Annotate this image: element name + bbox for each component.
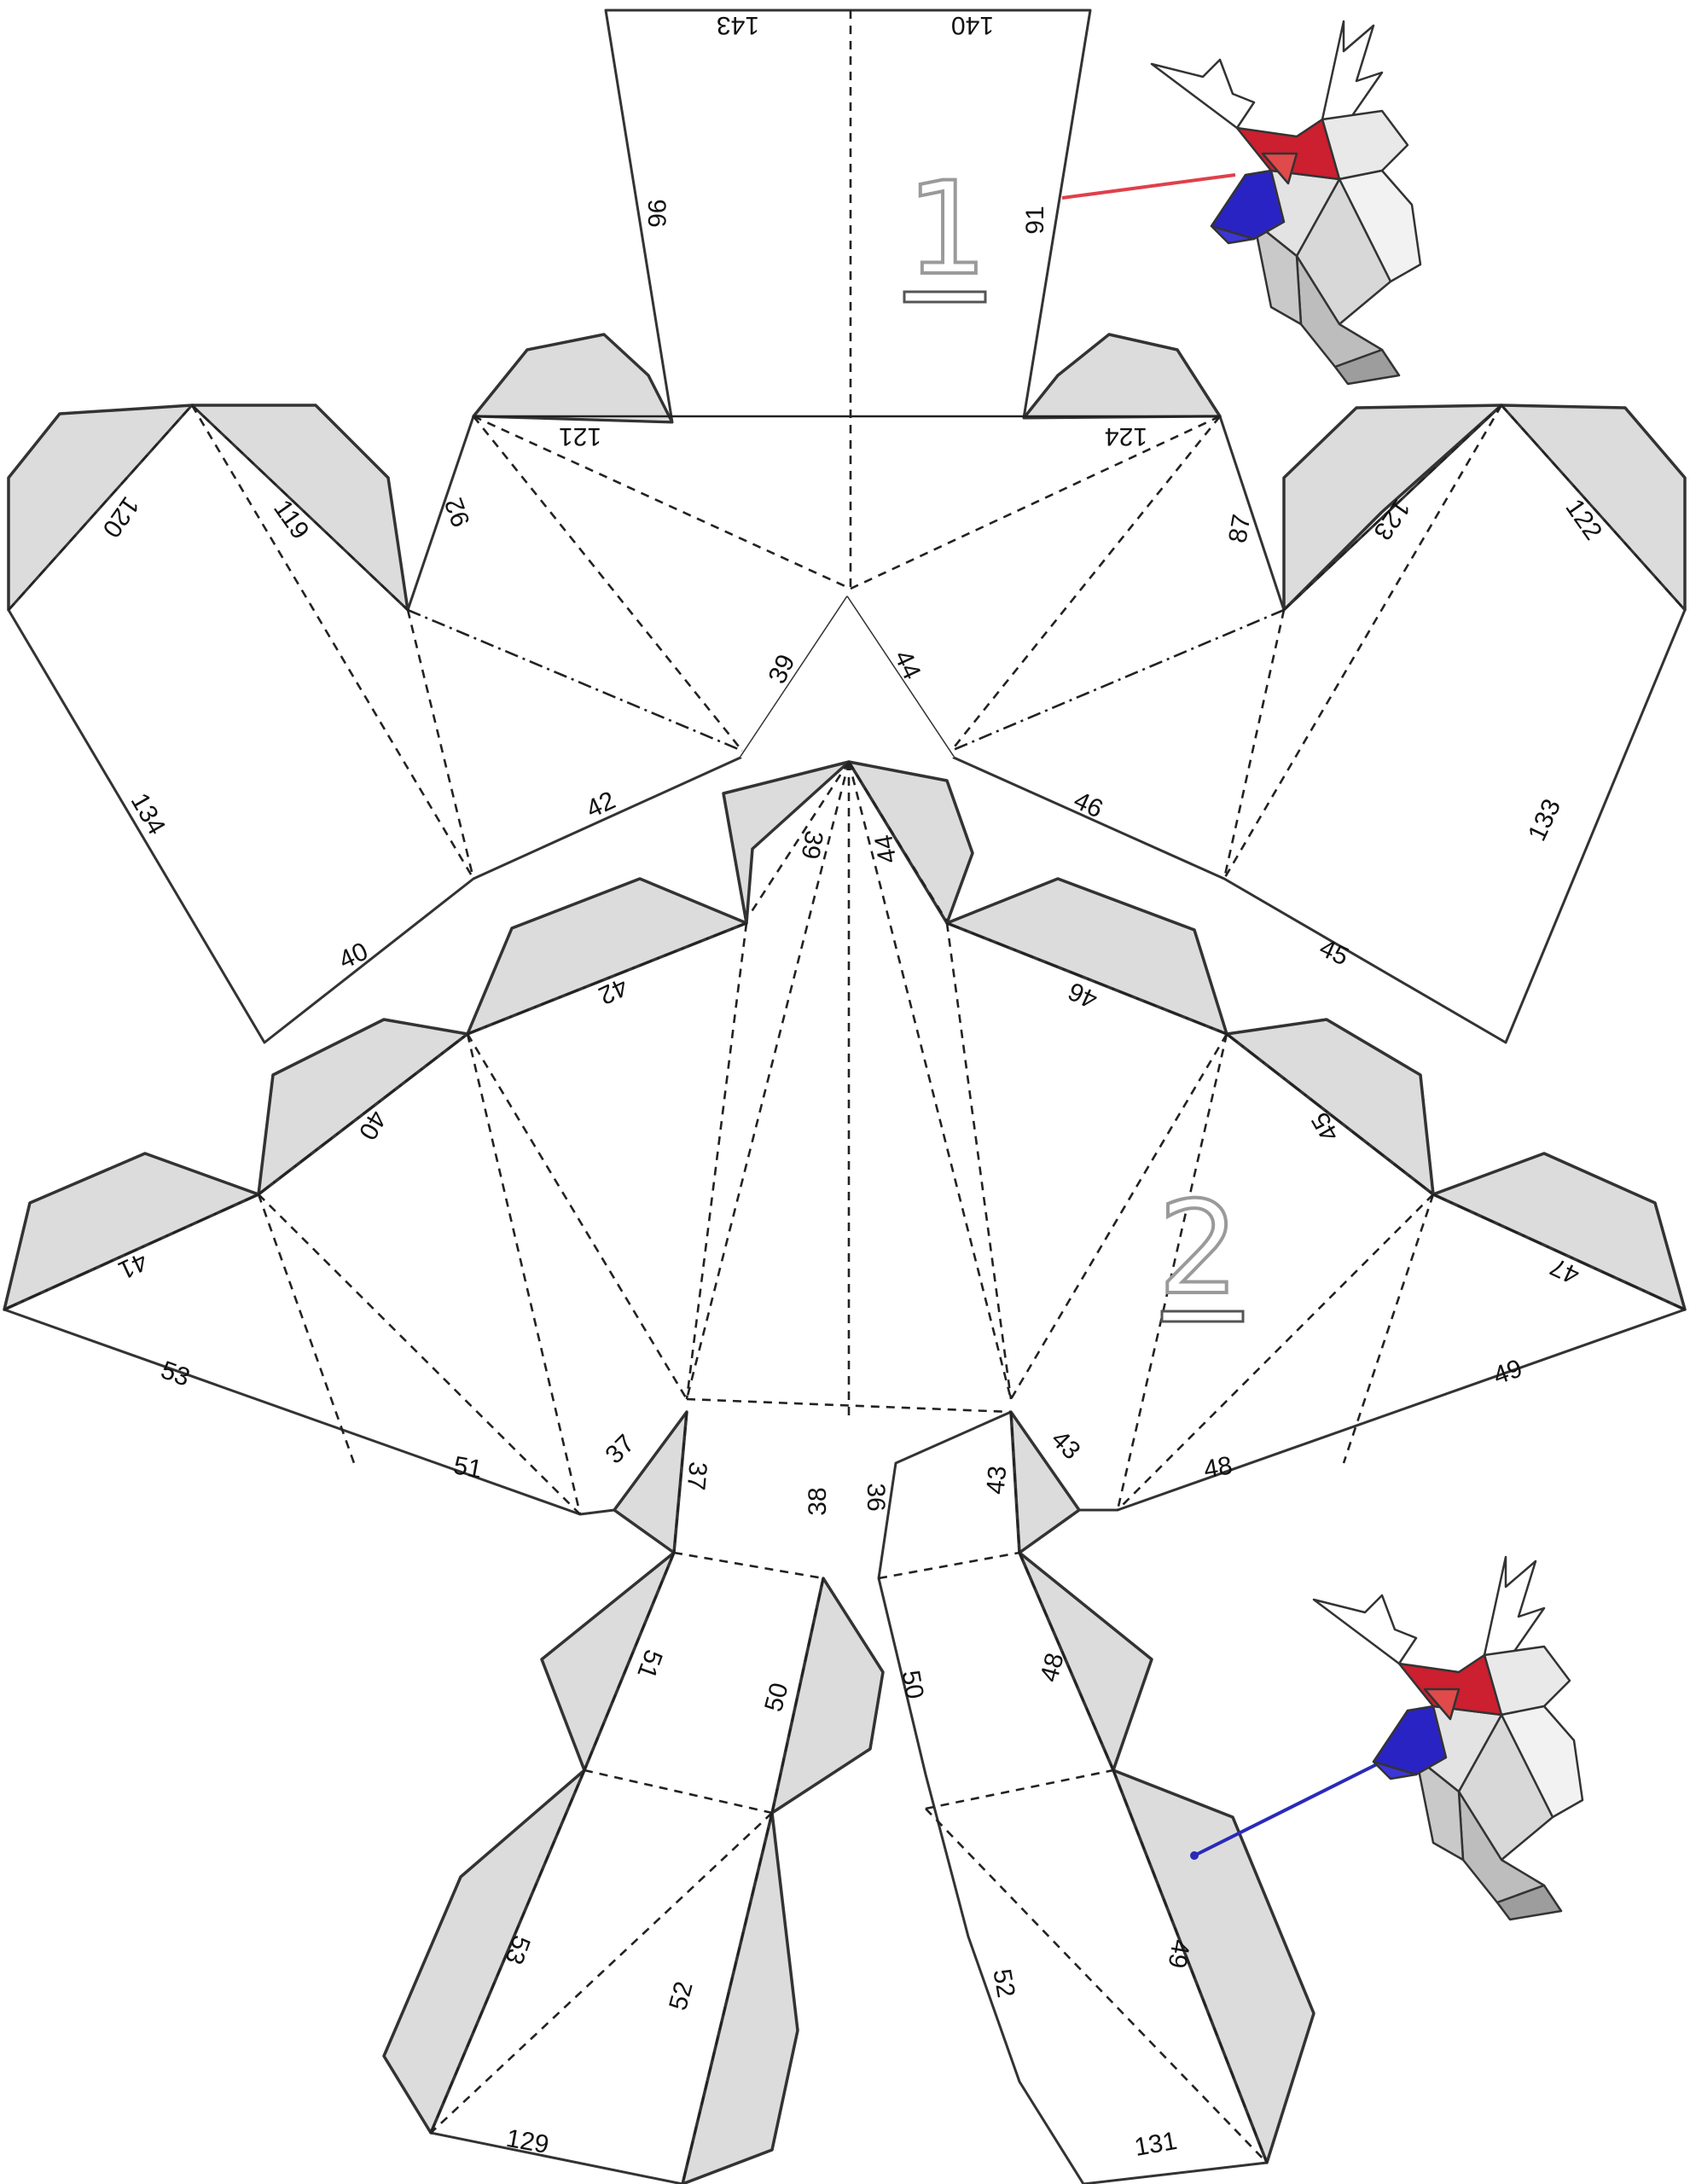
edge-label: 43 [1046, 1425, 1086, 1465]
svg-text:1: 1 [906, 155, 987, 304]
edge-label: 49 [1490, 1354, 1526, 1390]
part-2-marker: 2 [1156, 1173, 1245, 1325]
edge-label: 121 [559, 422, 601, 450]
glue-tab [681, 1811, 799, 2184]
part-1-center-triangle [740, 597, 954, 758]
edge-label: 39 [795, 828, 828, 862]
edge-label: 51 [451, 1451, 485, 1484]
edge-label: 52 [664, 1978, 699, 2013]
glue-tab [1225, 1018, 1435, 1196]
edge-label: 91 [1021, 206, 1049, 234]
edge-label: 49 [1162, 1937, 1194, 1971]
part-2-outline [3, 760, 1687, 2184]
part-1-net [7, 9, 1687, 1044]
edge-label: 37 [600, 1429, 640, 1469]
edge-label: 53 [157, 1356, 194, 1391]
edge-label: 44 [869, 833, 902, 866]
glue-tab [472, 333, 674, 424]
edge-label: 50 [896, 1668, 928, 1701]
edge-label: 129 [504, 2124, 551, 2159]
glue-tab [1112, 1769, 1315, 2164]
part-1-folds [8, 10, 1686, 880]
edge-label: 140 [951, 11, 994, 39]
edge-label: 37 [682, 1461, 712, 1491]
part-1-outline [7, 9, 1687, 1044]
edge-label: 43 [982, 1465, 1013, 1496]
edge-label: 124 [1105, 422, 1147, 450]
deer-head-icon [1312, 1555, 1584, 1921]
pointer-dot [1190, 1851, 1199, 1860]
part-2-pointer [1193, 1760, 1383, 1857]
edge-label: 36 [862, 1483, 890, 1511]
part-2-folds [3, 761, 1686, 2184]
svg-text:2: 2 [1158, 1175, 1239, 1323]
part-1-pointer [1061, 173, 1236, 200]
edge-label: 143 [717, 11, 759, 39]
edge-label: 48 [1201, 1451, 1234, 1484]
edge-label: 131 [1132, 2127, 1179, 2162]
glue-tab [257, 1018, 469, 1196]
glue-tab [3, 1152, 260, 1311]
part-2-net [3, 760, 1687, 2184]
glue-tab [847, 760, 974, 925]
part-1-marker: 1 [903, 154, 990, 305]
edge-label: 50 [759, 1680, 794, 1715]
glue-tab [466, 877, 748, 1036]
edge-label: 87 [1223, 512, 1256, 545]
edge-label: 52 [987, 1966, 1019, 2000]
edge-label: 96 [642, 199, 671, 227]
glue-tab [1282, 404, 1503, 612]
glue-tab [1432, 1152, 1687, 1311]
glue-tab [382, 1769, 586, 2135]
deer-head-icon [1150, 20, 1422, 386]
glue-tab [1022, 333, 1222, 420]
edge-label: 38 [804, 1487, 832, 1515]
edge-label: 51 [631, 1646, 667, 1682]
